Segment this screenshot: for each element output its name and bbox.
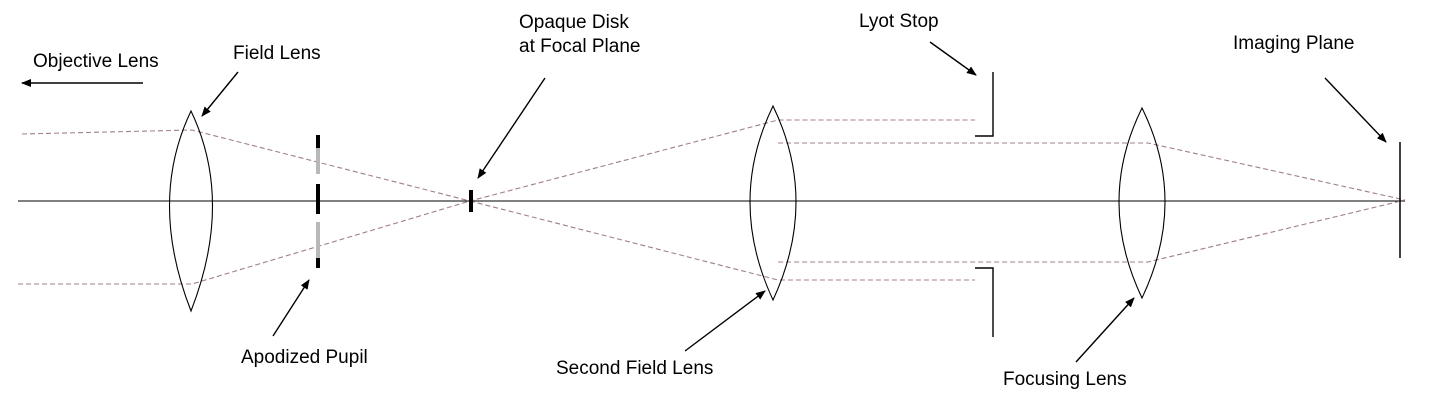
lower-collimated-ray [778,199,1406,263]
upper-collimated-ray [778,142,1406,201]
label-objective-lens: Objective Lens [33,51,159,72]
second-field-lens-arrow [684,290,766,352]
label-opaque-disk-line2: at Focal Plane [519,36,640,57]
upper-ray-path [21,119,975,202]
opaque-disk-arrow [477,77,546,179]
lyot-stop-lower [975,267,994,337]
label-opaque-disk-line1: Opaque Disk [519,12,629,33]
lower-ray-path [18,200,975,285]
label-apodized-pupil: Apodized Pupil [241,347,368,368]
ray-traces [18,119,1406,285]
label-imaging-plane: Imaging Plane [1233,33,1354,54]
label-field-lens: Field Lens [233,43,321,64]
focusing-lens-arrow [1075,297,1135,363]
apodized-pupil-arrow [272,279,310,337]
label-focusing-lens: Focusing Lens [1003,369,1127,390]
field-lens-arrow [201,71,239,117]
focusing-lens [1118,106,1166,300]
label-lyot-stop: Lyot Stop [859,11,939,32]
label-second-field-lens: Second Field Lens [556,358,713,379]
lyot-stop-arrow [929,41,977,76]
field-lens [169,109,213,313]
imaging-plane-arrow [1324,77,1387,143]
lyot-stop-upper [975,72,994,137]
second-field-lens [749,104,797,302]
